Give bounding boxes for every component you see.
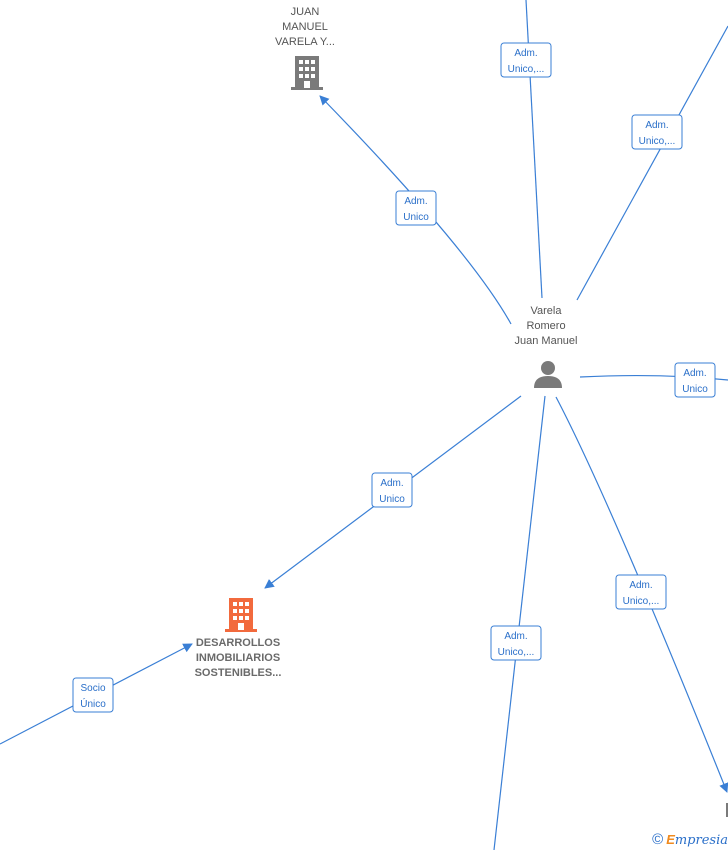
edge-top-company: [319, 95, 512, 325]
edge-label-line: Único: [80, 697, 106, 710]
edge-label-line: Adm.: [404, 196, 427, 207]
edge-label-line: Unico,...: [508, 64, 545, 75]
edge-label-line: Socio: [80, 683, 105, 694]
label-line: Juan Manuel: [514, 335, 578, 347]
edge-label[interactable]: Adm. Unico: [674, 362, 716, 398]
label-line: Romero: [526, 320, 566, 332]
label-line: INMOBILIARIOS: [195, 652, 281, 664]
edge-label-line: Unico,...: [623, 596, 660, 607]
label-line: MANUEL: [282, 21, 328, 33]
label-line: VARELA Y...: [275, 36, 335, 48]
brand-initial: E: [666, 832, 675, 847]
edge-label[interactable]: Adm. Unico,...: [490, 625, 542, 661]
edge-label[interactable]: Adm. Unico: [395, 190, 437, 226]
edge-label[interactable]: Adm. Unico,...: [631, 114, 683, 150]
edge-up-right: [576, 25, 728, 301]
edge-label-line: Unico,...: [639, 136, 676, 147]
edge-label-line: Adm.: [683, 368, 706, 379]
building-icon[interactable]: [225, 598, 257, 632]
edge-label-line: Unico: [403, 212, 429, 223]
label-line: JUAN: [290, 6, 320, 18]
edge-down: [493, 395, 546, 850]
edge-label-line: Unico,...: [498, 647, 535, 658]
edge-label-line: Adm.: [629, 580, 652, 591]
edge-label[interactable]: Adm. Unico,...: [500, 42, 552, 78]
edge-label[interactable]: Adm. Unico: [371, 472, 413, 508]
copyright-symbol: ©: [652, 831, 664, 848]
edge-label-line: Unico: [682, 384, 708, 395]
company-label-juan-manuel-varela[interactable]: JUAN MANUEL VARELA Y...: [255, 5, 355, 50]
edge-label-line: Unico: [379, 494, 405, 505]
offscreen-node-fragment: [726, 803, 728, 817]
edge-label-line: Adm.: [645, 120, 668, 131]
company-label-desarrollos[interactable]: DESARROLLOS INMOBILIARIOS SOSTENIBLES...: [178, 636, 298, 681]
edge-label[interactable]: Adm. Unico,...: [615, 574, 667, 610]
person-icon[interactable]: [534, 361, 562, 388]
edge-label-line: Adm.: [504, 631, 527, 642]
label-line: DESARROLLOS: [195, 637, 281, 649]
edge-label[interactable]: Socio Único: [72, 677, 114, 713]
brand-name: mpresia: [674, 833, 728, 848]
building-icon[interactable]: [291, 56, 323, 90]
edge-label-line: Adm.: [380, 478, 403, 489]
label-line: SOSTENIBLES...: [194, 667, 282, 679]
edge-label-line: Adm.: [514, 48, 537, 59]
edge-down-right: [555, 396, 728, 793]
label-line: Varela: [530, 305, 562, 317]
empresia-watermark: ©Empresia: [652, 831, 728, 848]
person-label-varela-romero[interactable]: Varela Romero Juan Manuel: [496, 304, 596, 349]
